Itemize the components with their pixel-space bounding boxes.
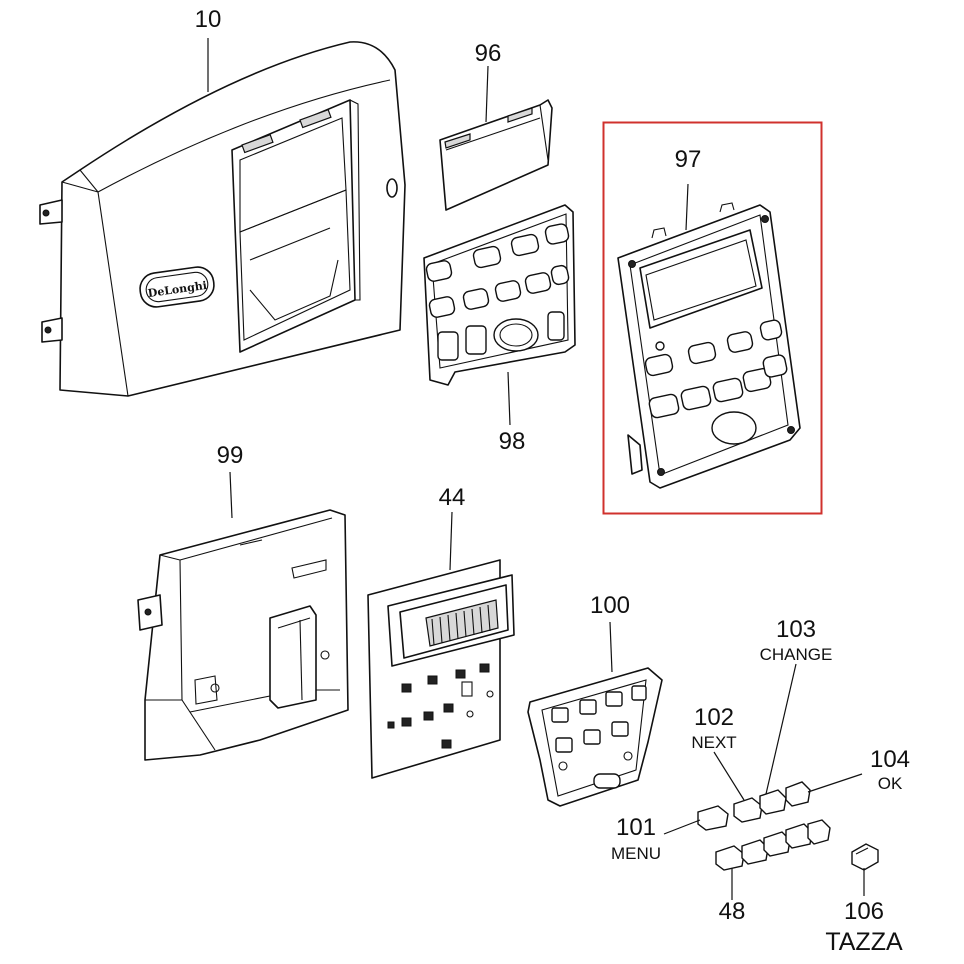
label-102: 102	[693, 704, 735, 731]
label-96: 96	[474, 40, 502, 67]
part-96-display-window	[439, 65, 553, 211]
label-102-next: NEXT	[691, 733, 737, 752]
part-98-rubber-keypad	[423, 204, 576, 426]
label-104-ok: OK	[877, 774, 903, 793]
label-99: 99	[216, 442, 244, 469]
label-48: 48	[718, 898, 746, 925]
part-44-circuit-board	[367, 511, 515, 779]
part-97-control-panel	[602, 121, 823, 515]
part-99-rear-housing	[137, 471, 349, 761]
label-98: 98	[498, 428, 526, 455]
label-103: 103	[775, 616, 817, 643]
label-104: 104	[869, 746, 911, 773]
button-row-101-104	[663, 663, 863, 835]
part-100-key-holder	[527, 621, 663, 807]
label-44: 44	[438, 484, 466, 511]
highlight-box	[602, 121, 823, 515]
label-101-menu: MENU	[610, 844, 662, 863]
label-101: 101	[615, 814, 657, 841]
label-10: 10	[194, 6, 222, 33]
label-106: 106	[843, 898, 885, 925]
part-10-front-housing: DeLonghi	[39, 38, 406, 397]
part-106-tazza-button	[851, 843, 879, 896]
part-48-button-strip	[715, 819, 831, 900]
label-97: 97	[674, 146, 702, 173]
label-106-tazza: TAZZA	[825, 928, 903, 956]
label-100: 100	[589, 592, 631, 619]
label-103-change: CHANGE	[759, 645, 833, 664]
